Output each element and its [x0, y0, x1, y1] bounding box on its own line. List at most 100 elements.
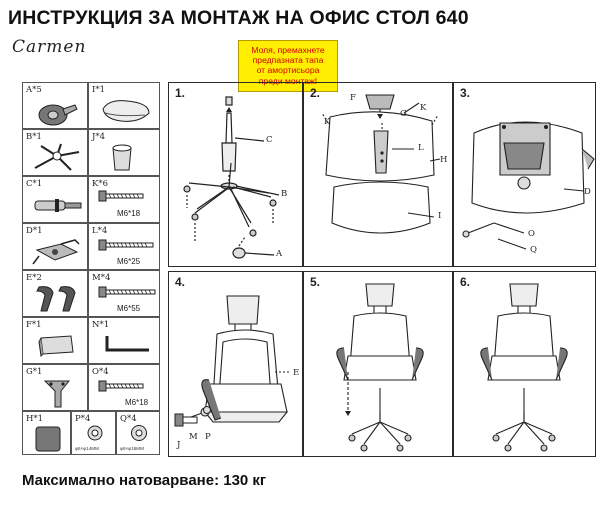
seat-onto-base-illustration — [336, 283, 424, 452]
part-label: L*4 — [92, 226, 108, 236]
callout-label: I — [438, 211, 442, 221]
washer-icon — [131, 425, 147, 441]
headrest-icon — [38, 335, 74, 358]
step-5-panel: 5. — [303, 271, 453, 457]
part-cell-d: D*1 — [22, 223, 88, 270]
part-label: F*1 — [26, 320, 42, 330]
tilt-mechanism-icon — [32, 239, 80, 265]
part-cell-l: L*4 M6*25 — [88, 223, 160, 270]
max-load-note: Максимално натоварване: 130 кг — [22, 472, 267, 489]
bolt-size: M6*18 — [125, 398, 149, 407]
gas-cylinder-icon — [34, 199, 82, 212]
part-label: P*4 — [75, 414, 91, 424]
backrest-pad-icon — [35, 426, 61, 452]
step-1-panel: 1. C B A — [168, 82, 303, 267]
part-cell-n: N*1 — [88, 317, 160, 364]
armrest-cap-icon — [112, 144, 132, 171]
part-label: I*1 — [92, 85, 106, 95]
model-name: Carmen — [12, 37, 87, 57]
washer-size: φ6×φ16MM — [120, 446, 144, 451]
allen-key-icon — [105, 336, 149, 352]
step-number: 1. — [175, 86, 186, 100]
seat-plate-icon — [102, 100, 150, 122]
bolt-size: M6*55 — [117, 304, 141, 313]
part-cell-m: M*4 M6*55 — [88, 270, 160, 317]
part-cell-k: K*6 M6*18 — [88, 176, 160, 223]
part-label: D*1 — [26, 226, 43, 236]
callout-label: J — [177, 440, 181, 450]
part-label: O*4 — [92, 367, 109, 377]
armrest-assembly-illustration — [174, 295, 289, 427]
bolt-icon — [98, 286, 156, 298]
bolt-size: M6*25 — [117, 257, 141, 266]
callout-label: K — [420, 103, 427, 113]
bolt-size: M6*18 — [117, 209, 141, 218]
callout-label: O — [528, 229, 535, 239]
step-number: 6. — [460, 275, 471, 289]
callout-label: C — [266, 135, 273, 145]
part-cell-c: C*1 — [22, 176, 88, 223]
callout-label: B — [281, 189, 288, 199]
warning-line: предпазната тапа — [252, 55, 324, 66]
bolt-icon — [98, 380, 144, 392]
callout-label: D — [584, 187, 591, 197]
part-label: N*1 — [92, 320, 110, 330]
part-cell-a: A*5 — [22, 82, 88, 129]
step-6-panel: 6. — [453, 271, 596, 457]
callout-label: Q — [530, 245, 537, 255]
bolt-icon — [98, 190, 144, 202]
callout-label: P — [205, 432, 211, 442]
part-label: B*1 — [26, 132, 42, 142]
part-cell-g: G*1 — [22, 364, 88, 411]
caster-wheel-icon — [38, 104, 78, 126]
bracket-icon — [43, 380, 71, 408]
backrest-assembly-illustration — [321, 94, 441, 234]
callout-label: M — [189, 432, 198, 442]
part-cell-o: O*4 M6*18 — [88, 364, 160, 411]
washer-size: φ6×φ14MM — [75, 446, 99, 451]
part-cell-j: J*4 — [88, 129, 160, 176]
callout-label: A — [276, 249, 283, 259]
callout-label: F — [350, 93, 356, 103]
warning-line: от амортисьора — [256, 65, 320, 76]
callout-label: L — [418, 143, 424, 153]
part-label: G*1 — [26, 367, 43, 377]
part-label: C*1 — [26, 179, 43, 189]
part-label: Q*4 — [120, 414, 137, 424]
callout-label: E — [293, 368, 300, 378]
warning-line: Моля, премахнете — [251, 45, 325, 55]
part-label: A*5 — [26, 85, 42, 95]
step-number: 2. — [310, 86, 321, 100]
step-3-panel: 3. D O Q — [453, 82, 596, 267]
step-2-panel: 2. F G K K L H I — [303, 82, 453, 267]
bolt-icon — [98, 239, 154, 251]
step-number: 4. — [175, 275, 186, 289]
part-cell-h: H*1 — [22, 411, 71, 455]
callout-label: H — [440, 155, 448, 165]
callout-label: K — [324, 117, 331, 127]
part-cell-e: E*2 — [22, 270, 88, 317]
parts-list: A*5 I*1 B*1 J*4 C — [22, 82, 160, 455]
finished-chair-illustration — [480, 283, 568, 452]
part-label: K*6 — [92, 179, 109, 189]
part-label: M*4 — [92, 273, 111, 283]
warning-note: Моля, премахнете предпазната тапа от амо… — [238, 40, 338, 92]
part-label: J*4 — [92, 132, 106, 142]
step-4-panel: 4. E J M P — [168, 271, 303, 457]
warning-line: преди монтаж! — [258, 75, 318, 86]
star-base-icon — [34, 143, 80, 171]
step-number: 3. — [460, 86, 471, 100]
part-cell-f: F*1 — [22, 317, 88, 364]
step-number: 5. — [310, 275, 321, 289]
washer-icon — [87, 425, 103, 441]
part-label: H*1 — [26, 414, 44, 424]
callout-label: G — [400, 109, 407, 119]
part-cell-p: P*4 φ6×φ14MM — [71, 411, 116, 455]
part-cell-q: Q*4 φ6×φ16MM — [116, 411, 160, 455]
base-assembly-illustration — [183, 96, 280, 259]
page-title: ИНСТРУКЦИЯ ЗА МОНТАЖ НА ОФИС СТОЛ 640 — [8, 7, 469, 29]
part-cell-b: B*1 — [22, 129, 88, 176]
part-cell-i: I*1 — [88, 82, 160, 129]
armrest-icon — [36, 286, 76, 312]
part-label: E*2 — [26, 273, 42, 283]
